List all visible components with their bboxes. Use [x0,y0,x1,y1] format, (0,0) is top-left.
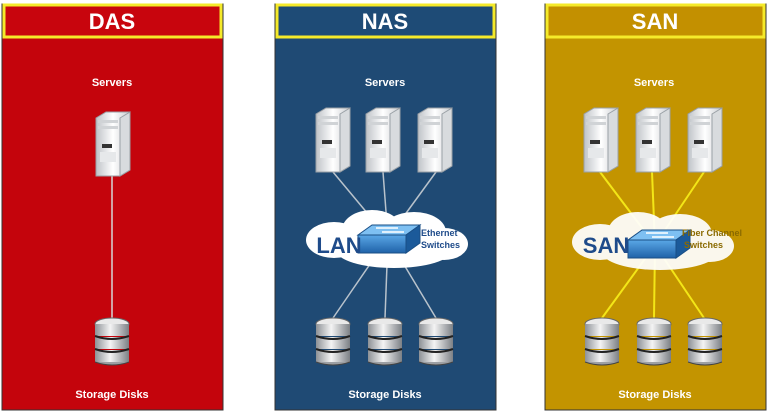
san-servers-label: Servers [634,77,674,89]
nas-lan-label: LAN [316,233,361,258]
san-fiber-switch-icon [627,229,691,259]
nas-switch-label-2: Switches [421,240,460,250]
san-switch-label-1: Fiber Channel [682,228,742,238]
nas-servers-label: Servers [365,77,405,89]
nas-storage-label: Storage Disks [348,389,421,401]
san-server-icon [687,107,723,173]
das-title: DAS [89,9,135,34]
nas-disk-icon [315,317,351,366]
nas-switch-label-1: Ethernet [421,228,458,238]
san-storage-label: Storage Disks [618,389,691,401]
san-server-icon [635,107,671,173]
nas-disk-icon [418,317,454,366]
san-disk-icon [584,317,620,366]
das-storage-label: Storage Disks [75,389,148,401]
das-server-icon [95,111,131,177]
nas-ethernet-switch-icon [357,224,421,254]
nas-server-icon [315,107,351,173]
san-server-icon [583,107,619,173]
das-panel [1,3,224,411]
san-switch-label-2: Switches [684,240,723,250]
nas-server-icon [365,107,401,173]
das-servers-label: Servers [92,77,132,89]
nas-title: NAS [362,9,408,34]
das-disk-icon [94,317,130,366]
san-title: SAN [632,9,678,34]
san-panel [544,3,767,411]
san-disk-icon [636,317,672,366]
nas-panel [274,3,497,411]
san-disk-icon [687,317,723,366]
san-network-label: SAN [583,233,629,258]
nas-disk-icon [367,317,403,366]
nas-server-icon [417,107,453,173]
